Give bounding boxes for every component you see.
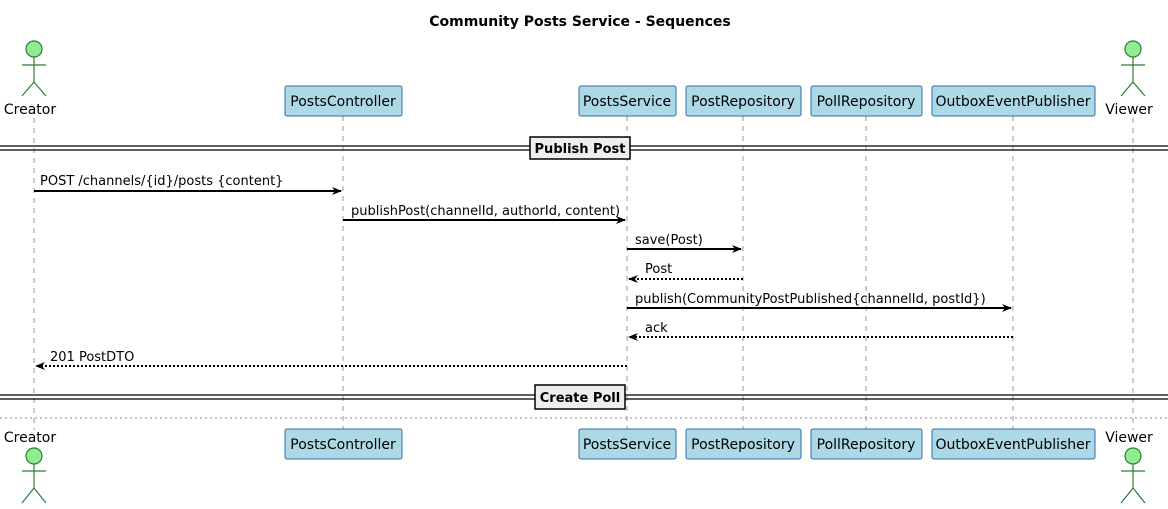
actor-icon: [1124, 40, 1142, 58]
participant-label: PostsService: [583, 94, 671, 110]
actor-icon: [25, 447, 43, 465]
participant-posts-controller-bottom: PostsController: [284, 428, 403, 460]
participant-poll-repository-bottom: PollRepository: [810, 428, 923, 460]
participant-outbox-event-publisher-top: OutboxEventPublisher: [931, 85, 1096, 117]
participant-posts-controller-top: PostsController: [284, 85, 403, 117]
participant-label: PostRepository: [691, 94, 795, 110]
actor-label: Creator: [4, 430, 56, 446]
actor-icon: [25, 40, 43, 58]
message-save-post: save(Post): [627, 233, 742, 253]
diagram-title: Community Posts Service - Sequences: [429, 14, 731, 30]
participant-post-repository-bottom: PostRepository: [685, 428, 802, 460]
section-label: Create Poll: [540, 391, 620, 406]
message-label: 201 PostDTO: [50, 350, 134, 365]
actor-creator-top: Creator: [4, 40, 56, 118]
message-publish-event: publish(CommunityPostPublished{channelId…: [627, 292, 1012, 312]
actor-label: Viewer: [1105, 430, 1153, 446]
actor-viewer-top: Viewer: [1105, 40, 1153, 118]
message-label: save(Post): [635, 233, 703, 248]
section-label: Publish Post: [535, 142, 626, 157]
actor-viewer-bottom: Viewer: [1105, 430, 1153, 504]
message-201-postdto: 201 PostDTO: [35, 350, 627, 370]
message-post-channels: POST /channels/{id}/posts {content}: [34, 174, 342, 195]
message-label: publish(CommunityPostPublished{channelId…: [635, 292, 986, 307]
actor-label: Creator: [4, 102, 56, 118]
participant-label: PostRepository: [691, 437, 795, 453]
participant-poll-repository-top: PollRepository: [810, 85, 923, 117]
message-publish-post: publishPost(channelId, authorId, content…: [343, 204, 626, 224]
participant-label: PollRepository: [817, 94, 916, 110]
actor-label: Viewer: [1105, 102, 1153, 118]
message-label: POST /channels/{id}/posts {content}: [40, 174, 283, 189]
participant-label: OutboxEventPublisher: [935, 94, 1090, 110]
participant-posts-service-top: PostsService: [578, 85, 677, 117]
participant-label: PostsController: [290, 94, 396, 110]
participant-label: PostsController: [290, 437, 396, 453]
participant-label: OutboxEventPublisher: [935, 437, 1090, 453]
actor-creator-bottom: Creator: [4, 430, 56, 504]
participant-label: PostsService: [583, 437, 671, 453]
message-return-post: Post: [628, 262, 743, 283]
message-label: publishPost(channelId, authorId, content…: [351, 204, 620, 219]
section-divider-create-poll: Create Poll: [0, 384, 1168, 410]
actor-icon: [1124, 447, 1142, 465]
participant-posts-service-bottom: PostsService: [578, 428, 677, 460]
participant-label: PollRepository: [817, 437, 916, 453]
message-label: Post: [645, 262, 672, 277]
message-label: ack: [645, 321, 668, 336]
section-divider-publish-post: Publish Post: [0, 136, 1168, 160]
message-ack: ack: [628, 321, 1013, 341]
participant-post-repository-top: PostRepository: [685, 85, 802, 117]
participant-outbox-event-publisher-bottom: OutboxEventPublisher: [931, 428, 1096, 460]
